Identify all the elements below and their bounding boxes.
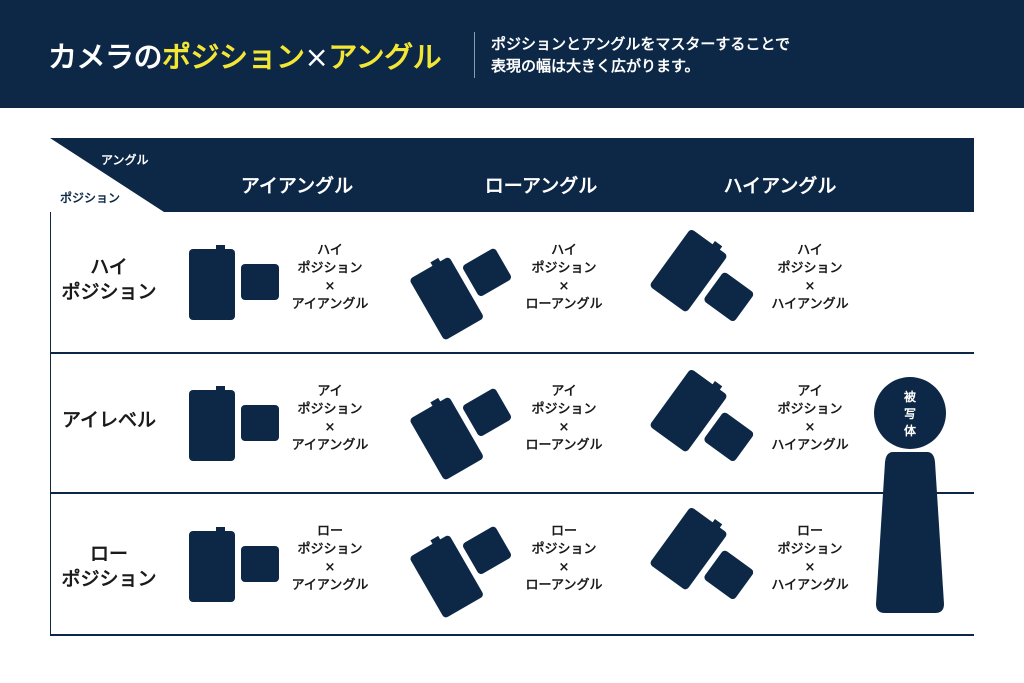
row-label-line: ハイ — [90, 256, 128, 278]
row-divider — [50, 492, 974, 494]
cell-label-low-eye: ロー ポジション × アイアングル — [275, 523, 385, 595]
header-subtitle: ポジションとアングルをマスターすることで 表現の幅は大きく広がります。 — [491, 33, 790, 77]
cell-text: × — [804, 420, 816, 435]
cell-text: × — [324, 560, 336, 575]
cell-text: ハイアングル — [771, 297, 849, 312]
cell-label-high-high: ハイ ポジション × ハイアングル — [755, 242, 865, 314]
title-times: × — [304, 40, 329, 74]
row-label-eye-level: アイレベル — [52, 408, 166, 433]
cell-text: ローアングル — [525, 297, 603, 312]
cell-text: アイアングル — [291, 297, 369, 312]
cell-text: × — [804, 279, 816, 294]
cell-text: ロー — [796, 524, 823, 539]
column-header-high-angle: ハイアングル — [723, 175, 837, 197]
cell-label-eye-eye: アイ ポジション × アイアングル — [275, 383, 385, 455]
column-header-low-angle: ローアングル — [484, 175, 598, 197]
subject-body — [876, 452, 944, 613]
subject-label-char: 写 — [904, 407, 916, 421]
corner-diagonal — [50, 138, 164, 212]
row-label-line: アイレベル — [61, 409, 157, 431]
cell-text: ハイ — [317, 243, 343, 258]
cell-text: ハイアングル — [771, 578, 849, 593]
cell-text: × — [558, 279, 570, 294]
cell-text: ポジション — [297, 402, 363, 417]
subtitle-line-1: ポジションとアングルをマスターすることで — [491, 35, 790, 53]
cell-text: ハイアングル — [771, 438, 849, 453]
cell-text: ローアングル — [525, 438, 603, 453]
cell-label-eye-high: アイ ポジション × ハイアングル — [755, 383, 865, 455]
row-label-low-position: ロー ポジション — [52, 542, 166, 592]
subject-label-char: 体 — [904, 423, 917, 438]
cell-label-low-low: ロー ポジション × ローアングル — [509, 523, 619, 595]
camera-icon — [410, 526, 512, 618]
camera-icon — [650, 508, 754, 599]
camera-icon — [189, 386, 279, 461]
cell-text: ハイ — [797, 243, 823, 258]
camera-icon — [650, 230, 754, 321]
title-prefix: カメラの — [48, 40, 163, 74]
cell-text: ポジション — [777, 402, 843, 417]
cell-text: × — [324, 420, 336, 435]
row-label-line: ポジション — [61, 568, 157, 590]
cell-text: アイ — [797, 384, 823, 399]
cell-text: ポジション — [297, 542, 363, 557]
cell-text: アイ — [317, 384, 343, 399]
cell-text: ハイ — [551, 243, 577, 258]
cell-text: ポジション — [777, 261, 843, 276]
cell-text: ポジション — [531, 542, 597, 557]
header-banner — [0, 0, 1024, 108]
table-left-border — [50, 212, 51, 635]
row-label-line: ポジション — [61, 281, 157, 303]
cell-text: ポジション — [297, 261, 363, 276]
cell-text: アイアングル — [291, 438, 369, 453]
subject-head — [874, 377, 946, 449]
cell-text: × — [558, 420, 570, 435]
cell-text: ポジション — [531, 261, 597, 276]
header-divider — [474, 32, 475, 78]
cell-text: アイアングル — [291, 578, 369, 593]
camera-icon — [189, 245, 279, 320]
subtitle-line-2: 表現の幅は大きく広がります。 — [491, 57, 700, 75]
cell-text: アイ — [551, 384, 577, 399]
row-divider — [50, 352, 974, 354]
subject-label-char: 被 — [904, 389, 917, 404]
camera-icon — [650, 370, 754, 461]
table-header — [50, 138, 974, 212]
cell-text: ローアングル — [525, 578, 603, 593]
cell-text: × — [324, 279, 336, 294]
camera-icon — [410, 388, 512, 480]
camera-icon — [189, 527, 279, 602]
subject-figure: 被 写 体 — [874, 377, 946, 613]
corner-label-angle: アングル — [101, 153, 149, 167]
camera-icon — [410, 248, 512, 340]
corner-label-position: ポジション — [60, 191, 121, 205]
cell-text: × — [804, 560, 816, 575]
row-label-line: ロー — [89, 543, 128, 565]
row-label-high-position: ハイ ポジション — [52, 255, 166, 305]
cell-label-high-eye: ハイ ポジション × アイアングル — [275, 242, 385, 314]
cell-label-low-high: ロー ポジション × ハイアングル — [755, 523, 865, 595]
title-highlight-angle: アングル — [328, 40, 442, 74]
table-bottom-border — [50, 634, 974, 636]
cell-text: × — [558, 560, 570, 575]
cell-text: ポジション — [531, 402, 597, 417]
cell-text: ロー — [316, 524, 343, 539]
column-header-eye-angle: アイアングル — [240, 175, 354, 197]
cell-label-eye-low: アイ ポジション × ローアングル — [509, 383, 619, 455]
cell-text: ロー — [550, 524, 577, 539]
page-title: カメラのポジション×アングル — [48, 34, 442, 76]
title-highlight-position: ポジション — [162, 40, 305, 74]
cell-text: ポジション — [777, 542, 843, 557]
cell-label-high-low: ハイ ポジション × ローアングル — [509, 242, 619, 314]
